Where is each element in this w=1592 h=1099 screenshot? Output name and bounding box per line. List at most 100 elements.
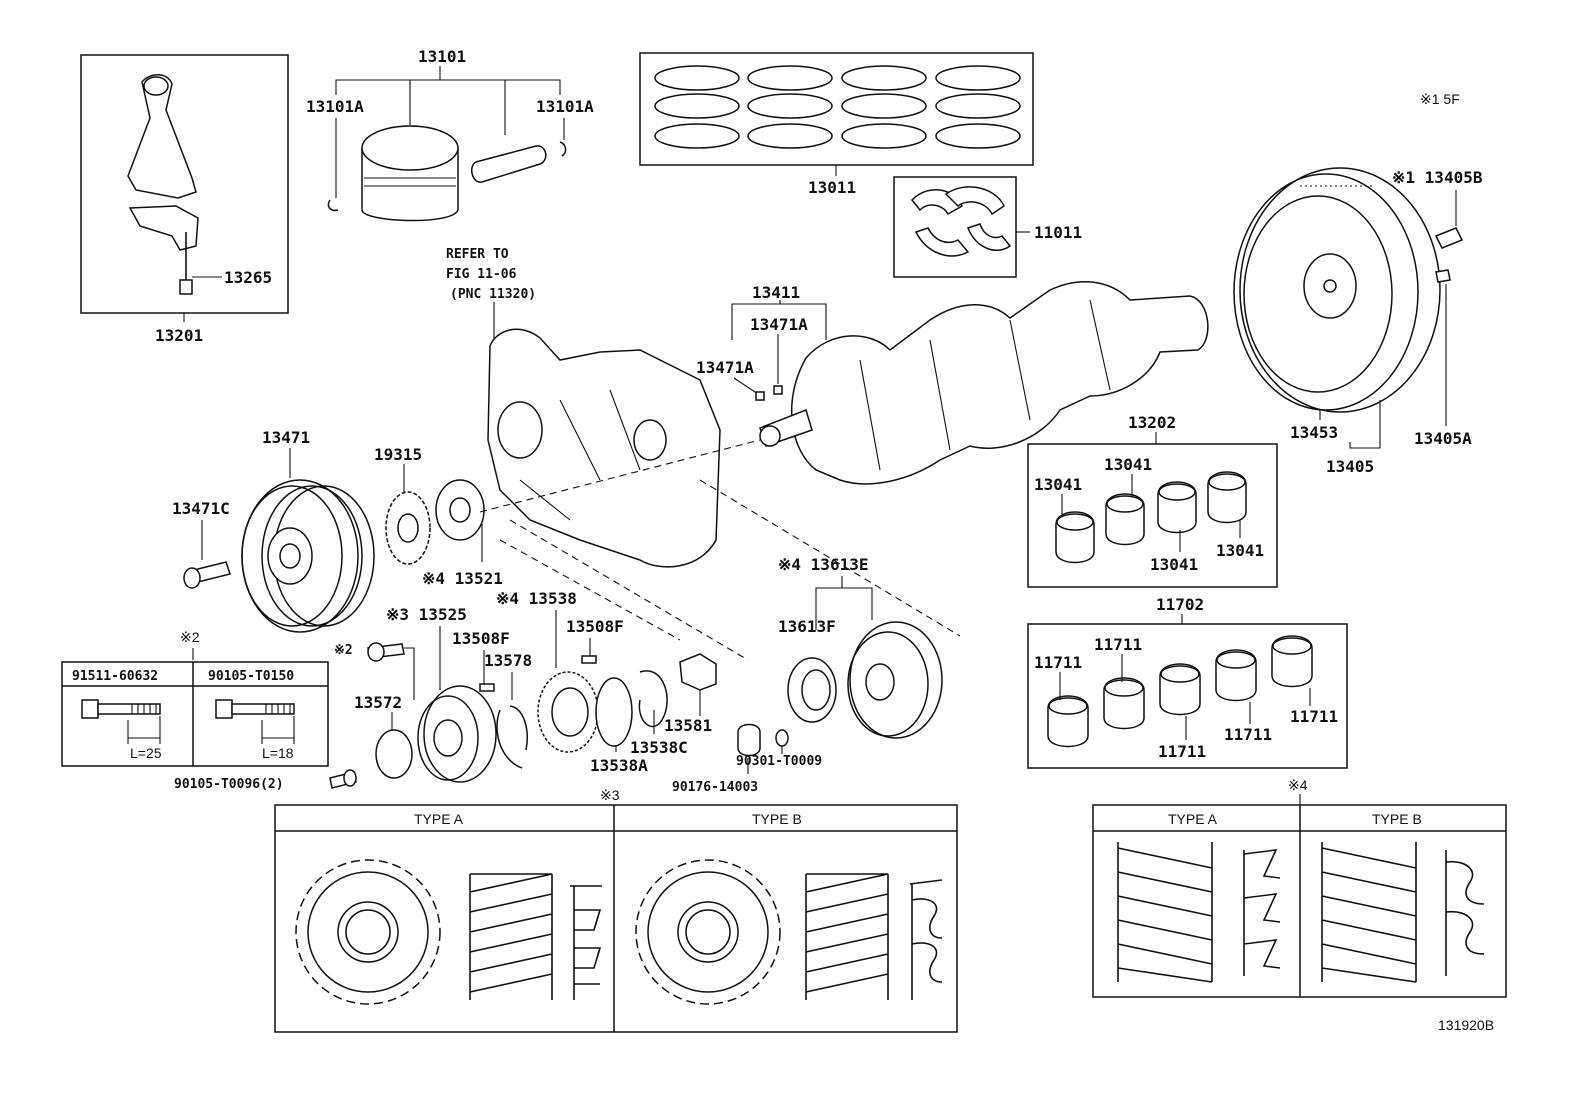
pin-13508F-b: [581, 655, 597, 664]
valve-13581: [679, 653, 717, 691]
thrust-washer-group: 11011: [893, 176, 1082, 278]
crank-webs: [859, 299, 1111, 471]
vvt-group: ※4 13613E 13613F 90176-14003 90301-T0009: [672, 555, 943, 795]
ring-set-2: [747, 65, 833, 149]
label-13471: 13471: [262, 428, 310, 447]
snap-ring-13578: [496, 705, 528, 769]
gear-type-a-teeth-detail: [469, 873, 553, 1000]
snap-ring-right: [559, 141, 567, 157]
bearing-shell-1: [1055, 511, 1095, 564]
label-13041-d: 13041: [1216, 541, 1264, 560]
refer-line2: FIG 11-06: [446, 267, 517, 282]
bearing-shell-4: [1207, 471, 1247, 524]
label-13405A: 13405A: [1414, 429, 1472, 448]
note-3-bottom: ※3: [600, 787, 620, 803]
main-bearings-box: [1027, 443, 1278, 588]
label-13538C: 13538C: [630, 738, 688, 757]
crank-key-2: [773, 385, 783, 395]
belt-type-a-label: TYPE A: [1168, 811, 1218, 827]
label-11711-e: 11711: [1290, 707, 1338, 726]
label-13041-c: 13041: [1150, 555, 1198, 574]
axis-line-3: [509, 519, 749, 661]
label-11711-d: 11711: [1224, 725, 1272, 744]
rod-bolt-head: [179, 279, 193, 295]
flywheel-bolt: [1434, 227, 1464, 249]
rod-bearing-1: [1047, 695, 1089, 748]
thrust-washer-box: [893, 176, 1017, 278]
gear-type-box: [274, 804, 958, 1033]
connecting-rod: [127, 74, 197, 199]
label-13041-b: 13041: [1104, 455, 1152, 474]
label-11711-c: 11711: [1158, 742, 1206, 761]
timing-rotor-19315: [385, 491, 431, 565]
label-13453: 13453: [1290, 423, 1338, 442]
label-13471A-left: 13471A: [696, 358, 754, 377]
axis-line-2: [699, 479, 961, 637]
label-13405B: ※1 13405B: [1392, 168, 1483, 187]
label-13201: 13201: [155, 326, 203, 345]
label-13471C: 13471C: [172, 499, 230, 518]
label-13101A-left: 13101A: [306, 97, 364, 116]
label-11711-b: 11711: [1094, 635, 1142, 654]
bolt-note-2: ※2: [334, 643, 353, 658]
bolt-table-box: [61, 661, 329, 767]
label-90176: 90176-14003: [672, 780, 758, 795]
piston-group: 13101 13101A 13101A: [306, 47, 594, 222]
rod-bearing-2: [1103, 677, 1145, 730]
snap-ring-left: [327, 199, 339, 212]
note-1-5f: ※1 5F: [1420, 91, 1460, 107]
note-4-right: ※4: [1288, 777, 1308, 793]
rod-bearing-4: [1215, 649, 1257, 702]
gear-type-panel: ※3 TYPE A TYPE B: [274, 787, 958, 1033]
seal-13613F: [787, 657, 837, 723]
rod-bearing-3: [1159, 663, 1201, 716]
rod-cap: [128, 205, 199, 251]
conrod-bearings-box: [1027, 623, 1348, 769]
leader-13613E: [815, 587, 873, 630]
thrust-washer-2: [914, 227, 970, 257]
bolt-table: ※2 91511-60632 90105-T0150 L=25 L=18: [61, 629, 329, 767]
label-13613F: 13613F: [778, 617, 836, 636]
timing-cover-group: REFER TO FIG 11-06 (PNC 11320): [446, 247, 721, 568]
rod-bearing-5: [1271, 635, 1313, 688]
gear-type-b-teeth-detail: [805, 873, 889, 1000]
label-13578: 13578: [484, 651, 532, 670]
label-13405: 13405: [1326, 457, 1374, 476]
bearing-shell-3: [1157, 481, 1197, 534]
diagram-code: 131920B: [1438, 1017, 1494, 1033]
plug-90176: [737, 723, 761, 757]
bolt-col1-length: L=25: [130, 745, 162, 761]
plate-13538: [537, 671, 599, 753]
label-11011: 11011: [1034, 223, 1082, 242]
label-11702: 11702: [1156, 595, 1204, 614]
leader-13411: [731, 303, 827, 340]
ring-set-3: [841, 65, 927, 149]
label-13538A: 13538A: [590, 756, 648, 775]
refer-line1: REFER TO: [446, 247, 509, 262]
seal-group: 13508F 13578 ※4 13538 13508F 13538A 1353…: [452, 589, 717, 775]
gear-type-a-sprocket: [295, 859, 441, 1005]
bolt-col2-part: 90105-T0150: [208, 669, 294, 684]
label-13613E: ※4 13613E: [778, 555, 868, 574]
refer-line3: (PNC 11320): [450, 287, 536, 302]
note-2-top: ※2: [180, 629, 200, 645]
cam-gear-group: ※3 13525 ※2 13572 90105-T0096(2): [174, 605, 497, 792]
piston-rings-group: 13011: [639, 52, 1034, 197]
plate-13572: [375, 729, 413, 779]
label-13471A-right: 13471A: [750, 315, 808, 334]
label-13538: ※4 13538: [496, 589, 577, 608]
label-90301: 90301-T0009: [736, 754, 822, 769]
label-13101A-right: 13101A: [536, 97, 594, 116]
gear-type-a-label: TYPE A: [414, 811, 464, 827]
bolt-90105-T0150: [215, 699, 295, 744]
label-13011: 13011: [808, 178, 856, 197]
conrod-bearings-group: 11702 11711 11711 11711 11711: [1027, 595, 1348, 769]
bolt-col1-part: 91511-60632: [72, 669, 158, 684]
crankshaft-group: 13411 13471A 13471A: [696, 280, 1209, 485]
crank-key-1: [755, 391, 765, 401]
gear-type-a-profile: [570, 885, 602, 1000]
snap-ring-13538C: [638, 670, 668, 728]
belt-type-a-detail: [1117, 842, 1213, 983]
